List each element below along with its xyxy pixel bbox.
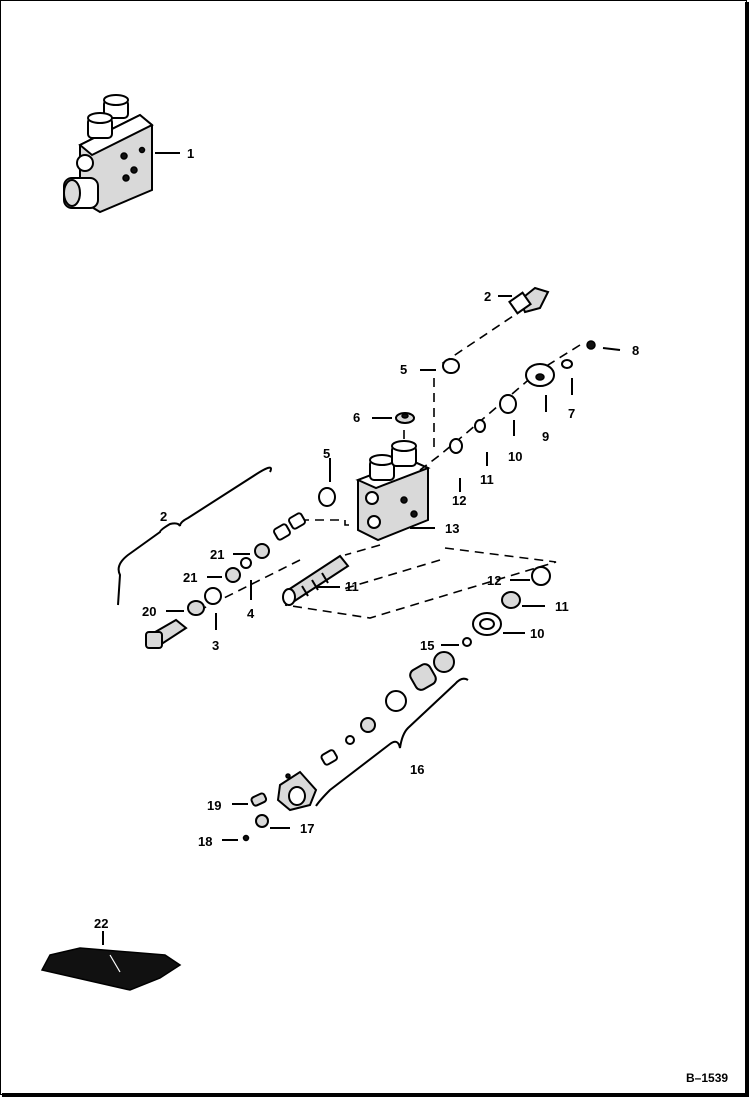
part-14-spool (282, 554, 350, 606)
part-13-valve-section (355, 440, 431, 542)
part-12-ring-lower (531, 566, 551, 586)
part-15-ball (462, 637, 472, 647)
brace-16 (315, 677, 469, 807)
callout-21: 21 (210, 547, 224, 562)
callout-16: 16 (410, 762, 424, 777)
callout-2: 2 (160, 509, 167, 524)
part-5-o-ring-lower (318, 487, 336, 507)
callout-9: 9 (542, 429, 549, 444)
relief-group-lower (320, 651, 455, 766)
callout-17: 17 (300, 821, 314, 836)
part-12-ring-upper (449, 438, 463, 454)
callout-22: 22 (94, 916, 108, 931)
part-7-seat (561, 359, 573, 369)
part-10-ring-upper (499, 394, 517, 414)
part-9-washer (525, 363, 555, 387)
part-11-ring-upper (474, 419, 486, 433)
callout-18: 18 (198, 834, 212, 849)
callout-4: 4 (247, 606, 255, 621)
callout-11: 11 (480, 472, 494, 487)
part-2-plug-top (508, 286, 550, 315)
callout-3: 3 (212, 638, 219, 653)
callout-8: 8 (632, 343, 639, 358)
figure-code: B–1539 (686, 1071, 728, 1085)
callout-21: 21 (183, 570, 197, 585)
callout-11: 11 (555, 599, 569, 614)
part-11-ring-lower (501, 591, 521, 609)
callout-6: 6 (353, 410, 360, 425)
callout-12: 12 (487, 573, 501, 588)
part-10-washer-lower (472, 612, 502, 636)
callout-5: 5 (323, 446, 330, 461)
callout-10: 10 (530, 626, 544, 641)
callout-12: 12 (452, 493, 466, 508)
callout-19: 19 (207, 798, 221, 813)
callout-7: 7 (568, 406, 575, 421)
part-22-decal (40, 947, 182, 991)
part-6-nut (395, 412, 415, 424)
callout-1: 1 (187, 146, 194, 161)
callout-2: 2 (484, 289, 491, 304)
callout-13: 13 (445, 521, 459, 536)
callout-15: 15 (420, 638, 434, 653)
frame-shadow-right (745, 2, 749, 1097)
relief-group-left (145, 512, 306, 649)
callout-10: 10 (508, 449, 522, 464)
brace-2-left (117, 466, 272, 606)
part-1-valve-assembly (63, 94, 154, 214)
callout-11: 11 (345, 579, 359, 594)
callout-5: 5 (400, 362, 407, 377)
callout-20: 20 (142, 604, 156, 619)
part-8-ball (586, 340, 596, 350)
end-cap-assembly (242, 770, 318, 842)
part-5-o-ring-top (442, 358, 460, 374)
frame-shadow-bottom (2, 1093, 749, 1097)
